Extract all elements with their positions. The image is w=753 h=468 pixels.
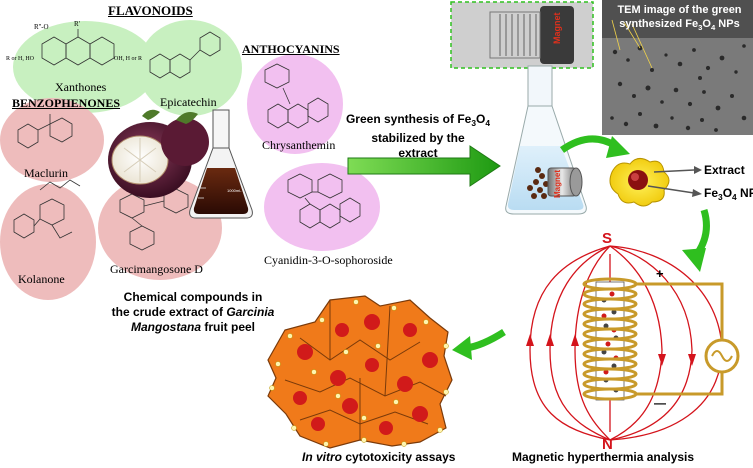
separation-np-sub1: 3 bbox=[718, 192, 723, 202]
synthesis-line1-mid: O bbox=[476, 112, 486, 126]
separation-np-post: NPs bbox=[740, 186, 753, 200]
extract-caption-line3: Mangostana fruit peel bbox=[98, 320, 288, 335]
group-label-benzophenones: BENZOPHENONES bbox=[12, 96, 121, 110]
extract-caption-species: Mangostana bbox=[130, 320, 201, 334]
xanthone-substituent-top: R' bbox=[74, 20, 80, 28]
extract-caption-genus: Garcinia bbox=[226, 305, 275, 319]
extract-caption: Chemical compounds in the crude extract … bbox=[98, 290, 288, 335]
separation-np-sub2: 4 bbox=[732, 192, 737, 202]
coil-terminal-plus: + bbox=[656, 266, 664, 281]
separation-np-mid: O bbox=[722, 186, 733, 200]
synthesis-line1-pre: Green synthesis of Fe bbox=[345, 112, 472, 126]
tem-line2-pre: synthesized Fe bbox=[619, 18, 699, 30]
tem-line2-mid: O bbox=[702, 18, 711, 30]
benzophenone-bubble-kolanone bbox=[0, 184, 96, 300]
flavonoid-bubble-xanthones bbox=[13, 21, 157, 113]
cytotoxicity-caption-rest: cytotoxicity assays bbox=[342, 450, 456, 464]
cytotoxicity-caption: In vitro cytotoxicity assays bbox=[302, 450, 455, 464]
curved-arrow-to-hyperthermia-head bbox=[682, 248, 706, 272]
flask-volume-label: 1000mL bbox=[227, 188, 242, 193]
synthesis-line1-sub2: 4 bbox=[485, 118, 491, 128]
extract-caption-line2-pre: the crude extract of bbox=[111, 305, 227, 319]
molecule-structures bbox=[13, 29, 361, 251]
tem-line2-sub1: 3 bbox=[698, 23, 703, 32]
synthesis-caption-line3: extract bbox=[398, 146, 438, 160]
extract-caption-line2: the crude extract of Garcinia bbox=[98, 305, 288, 320]
synthesis-line1-sub1: 3 bbox=[471, 118, 477, 128]
compound-label-garcimangosone: Garcimangosone D bbox=[110, 262, 203, 276]
compound-label-kolanone: Kolanone bbox=[18, 272, 65, 286]
group-label-flavonoids: FLAVONOIDS bbox=[108, 3, 193, 18]
magnet-photo bbox=[450, 1, 594, 69]
mangosteen-fruit bbox=[108, 109, 209, 198]
xanthone-substituent-right: OH, H or R bbox=[114, 56, 142, 62]
synthesis-arrow bbox=[347, 145, 501, 187]
synthesis-caption-line2: stabilized by the bbox=[371, 131, 465, 145]
compound-label-chrysanthemin: Chrysanthemin bbox=[262, 138, 336, 152]
separation-np-pre: Fe bbox=[704, 186, 719, 200]
anthocyanin-bubble-cyanidin bbox=[264, 163, 380, 251]
benzophenone-bubble-maclurin bbox=[0, 98, 104, 182]
compound-label-cyanidin: Cyanidin-3-O-sophoroside bbox=[264, 253, 393, 267]
xanthone-substituent-chain: R''-O bbox=[34, 23, 49, 31]
group-label-anthocyanins: ANTHOCYANINS bbox=[242, 42, 340, 56]
tem-image bbox=[602, 0, 753, 135]
curved-arrow-to-separation bbox=[559, 135, 618, 153]
magnet-label-photo: Magnet bbox=[552, 12, 562, 45]
compound-label-epicatechin: Epicatechin bbox=[160, 95, 217, 109]
coil bbox=[582, 277, 740, 401]
tem-line2-sub2: 4 bbox=[710, 23, 716, 32]
magnet-label-beaker: Magnet bbox=[553, 170, 562, 198]
pole-label-south: S bbox=[602, 230, 613, 247]
extract-caption-line1: Chemical compounds in bbox=[123, 290, 263, 304]
extract-caption-line3-post: fruit peel bbox=[201, 320, 256, 334]
anthocyanin-bubble-chrysanthemin bbox=[247, 54, 343, 154]
tem-line2-post: NPs bbox=[715, 18, 740, 30]
curved-arrow-to-separation-head bbox=[606, 136, 630, 158]
xanthone-substituent-left: R or H, HO bbox=[6, 56, 34, 62]
extract-nanoparticle-separation bbox=[609, 158, 702, 207]
synthesis-caption-line1: Green synthesis of Fe3O4 bbox=[338, 112, 498, 131]
cytotoxicity-caption-italic: In vitro bbox=[302, 450, 343, 464]
hyperthermia-caption: Magnetic hyperthermia analysis bbox=[512, 450, 695, 464]
separation-label-extract: Extract bbox=[704, 163, 745, 177]
tem-caption: TEM image of the green synthesized Fe3O4… bbox=[606, 3, 753, 35]
separation-label-nanoparticles: Fe3O4 NPs bbox=[704, 186, 753, 202]
compound-label-xanthones: Xanthones bbox=[55, 80, 107, 94]
extract-flask bbox=[189, 109, 253, 219]
magnetic-field-lines bbox=[529, 245, 723, 441]
tem-caption-line1: TEM image of the green bbox=[617, 4, 742, 16]
curved-arrow-to-cytotoxicity-head bbox=[452, 336, 472, 360]
compound-label-maclurin: Maclurin bbox=[24, 166, 68, 180]
synthesis-caption: Green synthesis of Fe3O4 stabilized by t… bbox=[338, 112, 498, 161]
beaker-with-magnet bbox=[505, 65, 587, 215]
curved-arrow-to-cytotoxicity bbox=[465, 329, 506, 352]
benzophenone-bubble-garcimangosone bbox=[98, 176, 222, 280]
pole-label-north: N bbox=[602, 436, 613, 453]
cell-cluster bbox=[267, 295, 453, 449]
coil-terminal-minus: — bbox=[654, 396, 666, 410]
tem-caption-line2: synthesized Fe3O4 NPs bbox=[606, 17, 753, 35]
